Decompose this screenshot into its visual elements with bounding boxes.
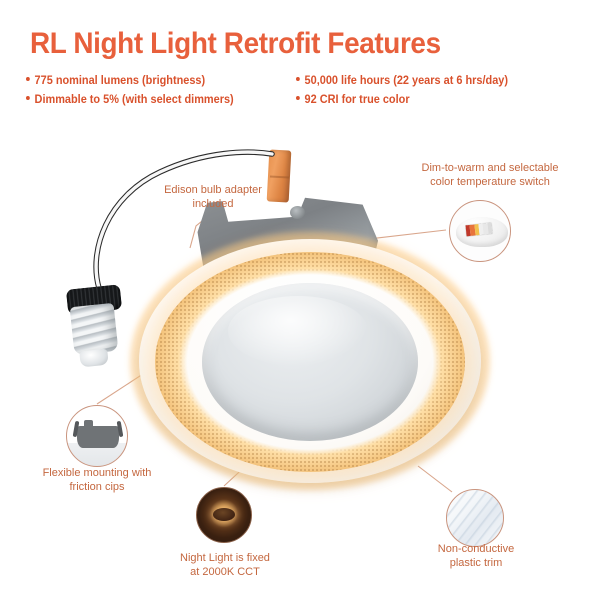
feature-bullet-label: 775 nominal lumens (brightness) [34, 75, 206, 87]
feature-bullet-item: 50,000 life hours (22 years at 6 hrs/day… [296, 72, 508, 91]
feature-bullets-left-column: 775 nominal lumens (brightness) Dimmable… [26, 72, 234, 110]
trim-texture-lines [447, 490, 503, 546]
feature-bullet-label: 50,000 life hours (22 years at 6 hrs/day… [304, 75, 508, 87]
page-title: RL Night Light Retrofit Features [30, 27, 441, 60]
night-light-lens-icon [213, 508, 235, 521]
callout-plastic-trim: Non-conductive plastic trim [437, 543, 515, 569]
bullet-dot-icon [296, 77, 300, 81]
feature-bullet-item: Dimmable to 5% (with select dimmers) [26, 91, 234, 110]
bullet-dot-icon [26, 96, 30, 100]
lens-highlight [228, 296, 368, 366]
bullet-dot-icon [26, 77, 30, 81]
edison-base-tip [79, 348, 109, 368]
friction-clip-icon [77, 426, 119, 448]
edison-screw-base [69, 302, 119, 356]
callout-night-light: Night Light is fixed at 2000K CCT [180, 552, 270, 578]
feature-bullet-label: Dimmable to 5% (with select dimmers) [34, 94, 234, 106]
bullet-dot-icon [296, 96, 300, 100]
callout-edison-adapter: Edison bulb adapter included [164, 184, 262, 210]
feature-bullets-right-column: 50,000 life hours (22 years at 6 hrs/day… [296, 72, 508, 110]
night-light-inset [196, 487, 252, 543]
dip-switch-inset [449, 200, 511, 262]
callout-dim-to-warm: Dim-to-warm and selectable color tempera… [421, 162, 559, 188]
feature-bullet-label: 92 CRI for true color [304, 94, 410, 106]
housing-screw-icon [290, 206, 305, 219]
feature-bullet-item: 92 CRI for true color [296, 91, 508, 110]
friction-clip-inset [66, 405, 128, 467]
callout-flexible-mounting: Flexible mounting with friction cips [42, 467, 152, 493]
plastic-trim-inset [446, 489, 504, 547]
feature-bullet-item: 775 nominal lumens (brightness) [26, 72, 234, 91]
friction-clip-tab [84, 420, 93, 428]
